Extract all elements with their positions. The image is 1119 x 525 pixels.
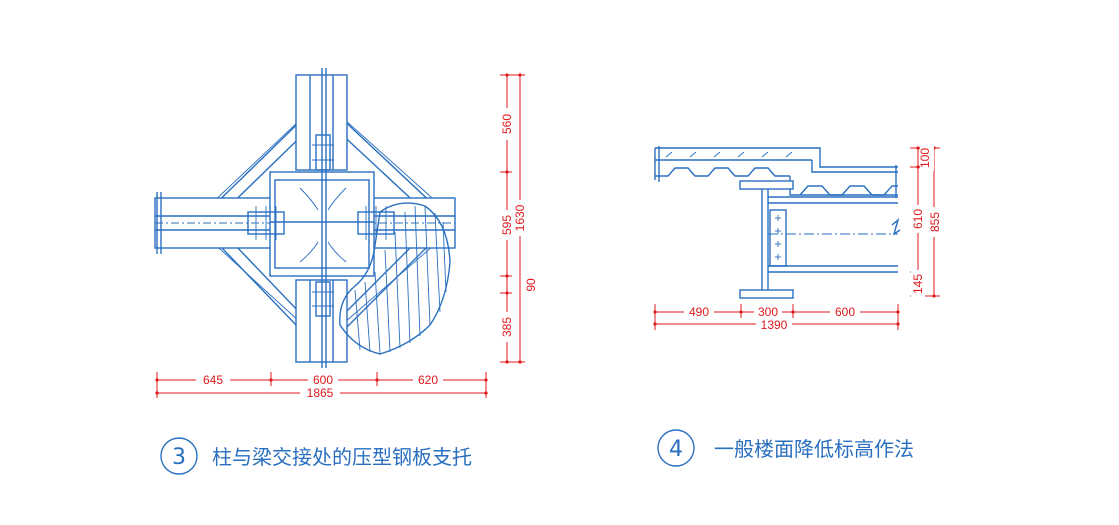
- dim-d3-bottom-mid: 600: [313, 373, 333, 387]
- dim-d3-right-bottom: 385: [500, 317, 514, 337]
- secondary-beam: [768, 196, 901, 273]
- detail-4-dimensions-bottom: 490 300 600 1390: [653, 304, 900, 332]
- detail-4-caption: 4 一般楼面降低标高作法: [657, 429, 914, 467]
- detail-3-dimensions-right: 560 595 385 1630 90: [500, 73, 538, 364]
- dim-d3-bottom-total: 1865: [307, 386, 334, 400]
- steel-i-beam: [739, 180, 794, 299]
- column-lower: [295, 275, 348, 368]
- detail-3-caption: 3 柱与梁交接处的压型钢板支托: [160, 437, 472, 475]
- slab-step: [789, 160, 898, 198]
- dim-d4-right-bottom: 145: [911, 274, 925, 294]
- dim-d3-right-small: 90: [524, 278, 538, 292]
- central-plate: [269, 171, 375, 277]
- detail-4-number: 4: [669, 437, 683, 462]
- detail-3-caption-text: 柱与梁交接处的压型钢板支托: [212, 445, 472, 469]
- dim-d3-right-total: 1630: [513, 204, 527, 231]
- dim-d4-right-mid: 610: [911, 209, 925, 229]
- bolt-group-left: [247, 206, 285, 240]
- hatched-support-region: [339, 202, 451, 355]
- upper-slab: [654, 146, 898, 182]
- detail-4-dimensions-right: 100 610 145 855: [910, 145, 942, 298]
- detail-3-number: 3: [172, 445, 186, 470]
- dim-d4-right-top: 100: [918, 148, 932, 168]
- dim-d3-right-mid: 595: [500, 215, 514, 235]
- dim-d3-right-top: 560: [500, 114, 514, 134]
- detail-3-dimensions-bottom: 645 600 620 1865: [155, 372, 488, 400]
- detail-3-drawing: [154, 68, 456, 368]
- detail-4-drawing: [654, 146, 901, 299]
- dim-d4-bottom-right: 600: [835, 305, 855, 319]
- dim-d4-bottom-mid: 300: [758, 305, 778, 319]
- detail-4-caption-text: 一般楼面降低标高作法: [714, 437, 914, 461]
- column-upper: [295, 68, 348, 175]
- dim-d4-right-total: 855: [928, 212, 942, 232]
- dim-d3-bottom-left: 645: [203, 373, 223, 387]
- detail-3-number-circle: [160, 437, 198, 475]
- dim-d4-bottom-left: 490: [689, 305, 709, 319]
- dim-d4-bottom-total: 1390: [761, 318, 788, 332]
- detail-4-number-circle: [657, 429, 695, 467]
- dim-d3-bottom-right: 620: [418, 373, 438, 387]
